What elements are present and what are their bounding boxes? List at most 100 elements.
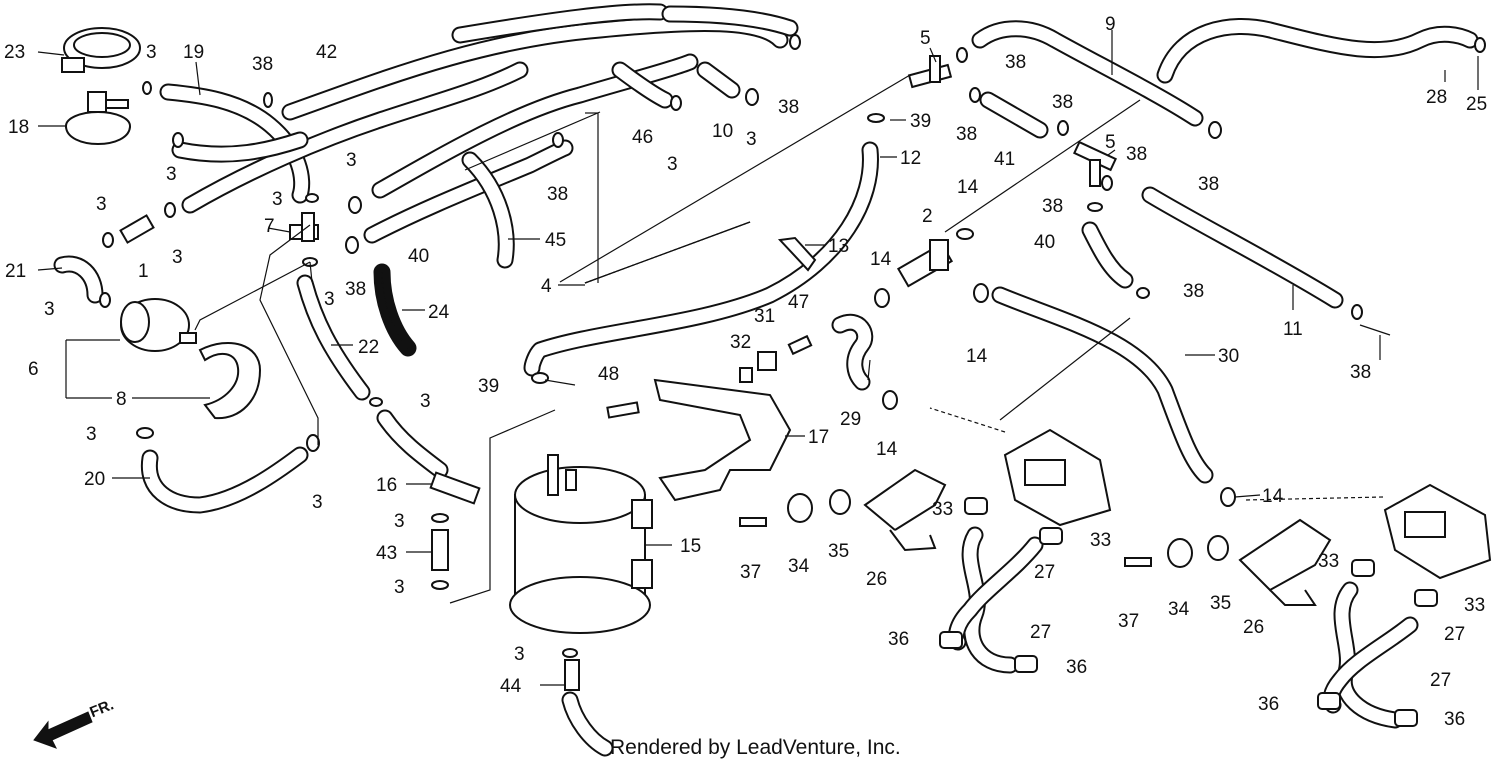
- callout-38: 38: [956, 124, 977, 145]
- callout-3: 3: [394, 511, 405, 532]
- callout-31: 31: [754, 306, 775, 327]
- callout-5: 5: [1105, 132, 1116, 153]
- callout-3: 3: [514, 644, 525, 665]
- callout-27: 27: [1030, 622, 1051, 643]
- callout-14: 14: [957, 177, 979, 198]
- callout-13: 13: [828, 236, 849, 257]
- callout-26: 26: [866, 569, 887, 590]
- callout-19: 19: [183, 42, 204, 63]
- callout-3: 3: [346, 150, 357, 171]
- spring-part-4: [584, 221, 751, 284]
- callout-26: 26: [1243, 617, 1264, 638]
- callout-16: 16: [376, 475, 397, 496]
- callout-35: 35: [828, 541, 849, 562]
- callout-27: 27: [1034, 562, 1055, 583]
- callout-36: 36: [888, 629, 909, 650]
- callout-38: 38: [1198, 174, 1219, 195]
- callout-3: 3: [324, 289, 335, 310]
- callout-38: 38: [1052, 92, 1073, 113]
- callout-12: 12: [900, 148, 921, 169]
- arrow-icon: [33, 711, 93, 749]
- callout-11: 11: [1283, 319, 1303, 340]
- callout-3: 3: [667, 154, 678, 175]
- callout-34: 34: [788, 556, 810, 577]
- callout-35: 35: [1210, 593, 1231, 614]
- callout-4: 4: [541, 276, 552, 297]
- callout-2: 2: [922, 206, 933, 227]
- callout-5: 5: [920, 28, 931, 49]
- callout-38: 38: [252, 54, 273, 75]
- callout-14: 14: [1262, 486, 1284, 507]
- hoses: [53, 3, 1479, 757]
- callout-38: 38: [1005, 52, 1026, 73]
- callout-1: 1: [138, 261, 149, 282]
- callout-29: 29: [840, 409, 861, 430]
- callout-39: 39: [910, 111, 931, 132]
- callout-8: 8: [116, 389, 127, 410]
- callout-3: 3: [746, 129, 757, 150]
- callout-22: 22: [358, 337, 379, 358]
- callout-38: 38: [1350, 362, 1371, 383]
- callout-40: 40: [1034, 232, 1055, 253]
- callout-3: 3: [96, 194, 107, 215]
- coil-hose-part-24: [373, 263, 417, 357]
- callout-14: 14: [876, 439, 898, 460]
- callout-38: 38: [547, 184, 568, 205]
- callout-3: 3: [44, 299, 55, 320]
- callout-7: 7: [264, 216, 275, 237]
- callout-25: 25: [1466, 94, 1487, 115]
- callout-17: 17: [808, 427, 829, 448]
- callout-38: 38: [1183, 281, 1204, 302]
- callout-47: 47: [788, 292, 809, 313]
- callout-27: 27: [1430, 670, 1451, 691]
- callout-33: 33: [932, 499, 953, 520]
- callout-41: 41: [994, 149, 1015, 170]
- callout-14: 14: [966, 346, 988, 367]
- callout-45: 45: [545, 230, 566, 251]
- callout-3: 3: [420, 391, 431, 412]
- callout-23: 23: [4, 42, 25, 63]
- callout-28: 28: [1426, 87, 1447, 108]
- callout-38: 38: [345, 279, 366, 300]
- callout-3: 3: [146, 42, 157, 63]
- callout-32: 32: [730, 332, 751, 353]
- callout-44: 44: [500, 676, 522, 697]
- callout-34: 34: [1168, 599, 1190, 620]
- callout-33: 33: [1318, 551, 1339, 572]
- callout-3: 3: [272, 189, 283, 210]
- callout-38: 38: [1126, 144, 1147, 165]
- parts: [61, 27, 1492, 727]
- callout-36: 36: [1258, 694, 1279, 715]
- callout-3: 3: [166, 164, 177, 185]
- callout-6: 6: [28, 359, 39, 380]
- callout-14: 14: [870, 249, 892, 270]
- callout-24: 24: [428, 302, 450, 323]
- leader-lines: [37, 30, 1479, 686]
- callout-10: 10: [712, 121, 733, 142]
- callout-38: 38: [1042, 196, 1063, 217]
- callout-27: 27: [1444, 624, 1465, 645]
- callout-43: 43: [376, 543, 397, 564]
- callout-3: 3: [312, 492, 323, 513]
- callout-21: 21: [5, 261, 26, 282]
- callout-18: 18: [8, 117, 29, 138]
- callout-20: 20: [84, 469, 105, 490]
- callout-37: 37: [1118, 611, 1139, 632]
- callout-30: 30: [1218, 346, 1239, 367]
- callout-9: 9: [1105, 14, 1116, 35]
- callout-3: 3: [86, 424, 97, 445]
- callout-36: 36: [1066, 657, 1087, 678]
- footer-credit: Rendered by LeadVenture, Inc.: [610, 736, 901, 759]
- callout-46: 46: [632, 127, 653, 148]
- callout-33: 33: [1464, 595, 1485, 616]
- callout-labels: 23 3 19 38 42 18 3 3 3 1 21 3 6 8 3 20 3…: [4, 14, 1487, 730]
- callout-15: 15: [680, 536, 701, 557]
- callout-36: 36: [1444, 709, 1465, 730]
- fr-label: FR.: [87, 696, 116, 721]
- callout-37: 37: [740, 562, 761, 583]
- callout-38: 38: [778, 97, 799, 118]
- callout-42: 42: [316, 42, 337, 63]
- callout-39: 39: [478, 376, 499, 397]
- callout-33: 33: [1090, 530, 1111, 551]
